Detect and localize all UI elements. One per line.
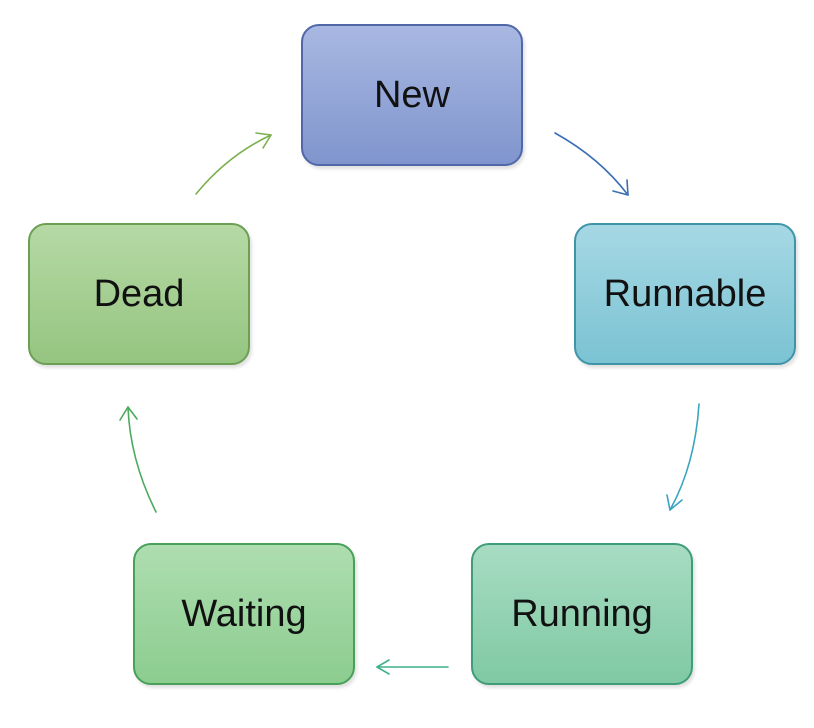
arrow-dead-to-new xyxy=(195,132,272,195)
arrow-new-to-runnable-head xyxy=(612,179,629,196)
arrow-new-to-runnable-shaft xyxy=(554,132,629,196)
arrow-waiting-to-dead-head xyxy=(119,406,138,421)
state-node-dead-label: Dead xyxy=(93,273,185,315)
state-node-runnable-label: Runnable xyxy=(603,273,767,315)
arrow-new-to-runnable xyxy=(554,132,629,196)
arrow-runnable-to-running-shaft xyxy=(669,403,700,511)
state-node-waiting: Waiting xyxy=(133,543,355,685)
arrow-dead-to-new-shaft xyxy=(195,134,272,195)
state-node-dead: Dead xyxy=(28,223,250,365)
state-node-runnable: Runnable xyxy=(574,223,796,365)
arrow-dead-to-new-head xyxy=(255,132,272,149)
state-node-waiting-label: Waiting xyxy=(181,593,307,635)
arrow-runnable-to-running-head xyxy=(666,494,683,511)
state-node-new: New xyxy=(301,24,523,166)
state-node-running: Running xyxy=(471,543,693,685)
arrow-waiting-to-dead xyxy=(119,406,157,513)
state-node-running-label: Running xyxy=(511,593,653,635)
arrow-running-to-waiting-head xyxy=(376,659,390,675)
arrow-waiting-to-dead-shaft xyxy=(127,406,157,513)
state-node-new-label: New xyxy=(373,74,451,116)
arrow-runnable-to-running xyxy=(666,403,700,511)
arrow-running-to-waiting xyxy=(376,659,449,675)
